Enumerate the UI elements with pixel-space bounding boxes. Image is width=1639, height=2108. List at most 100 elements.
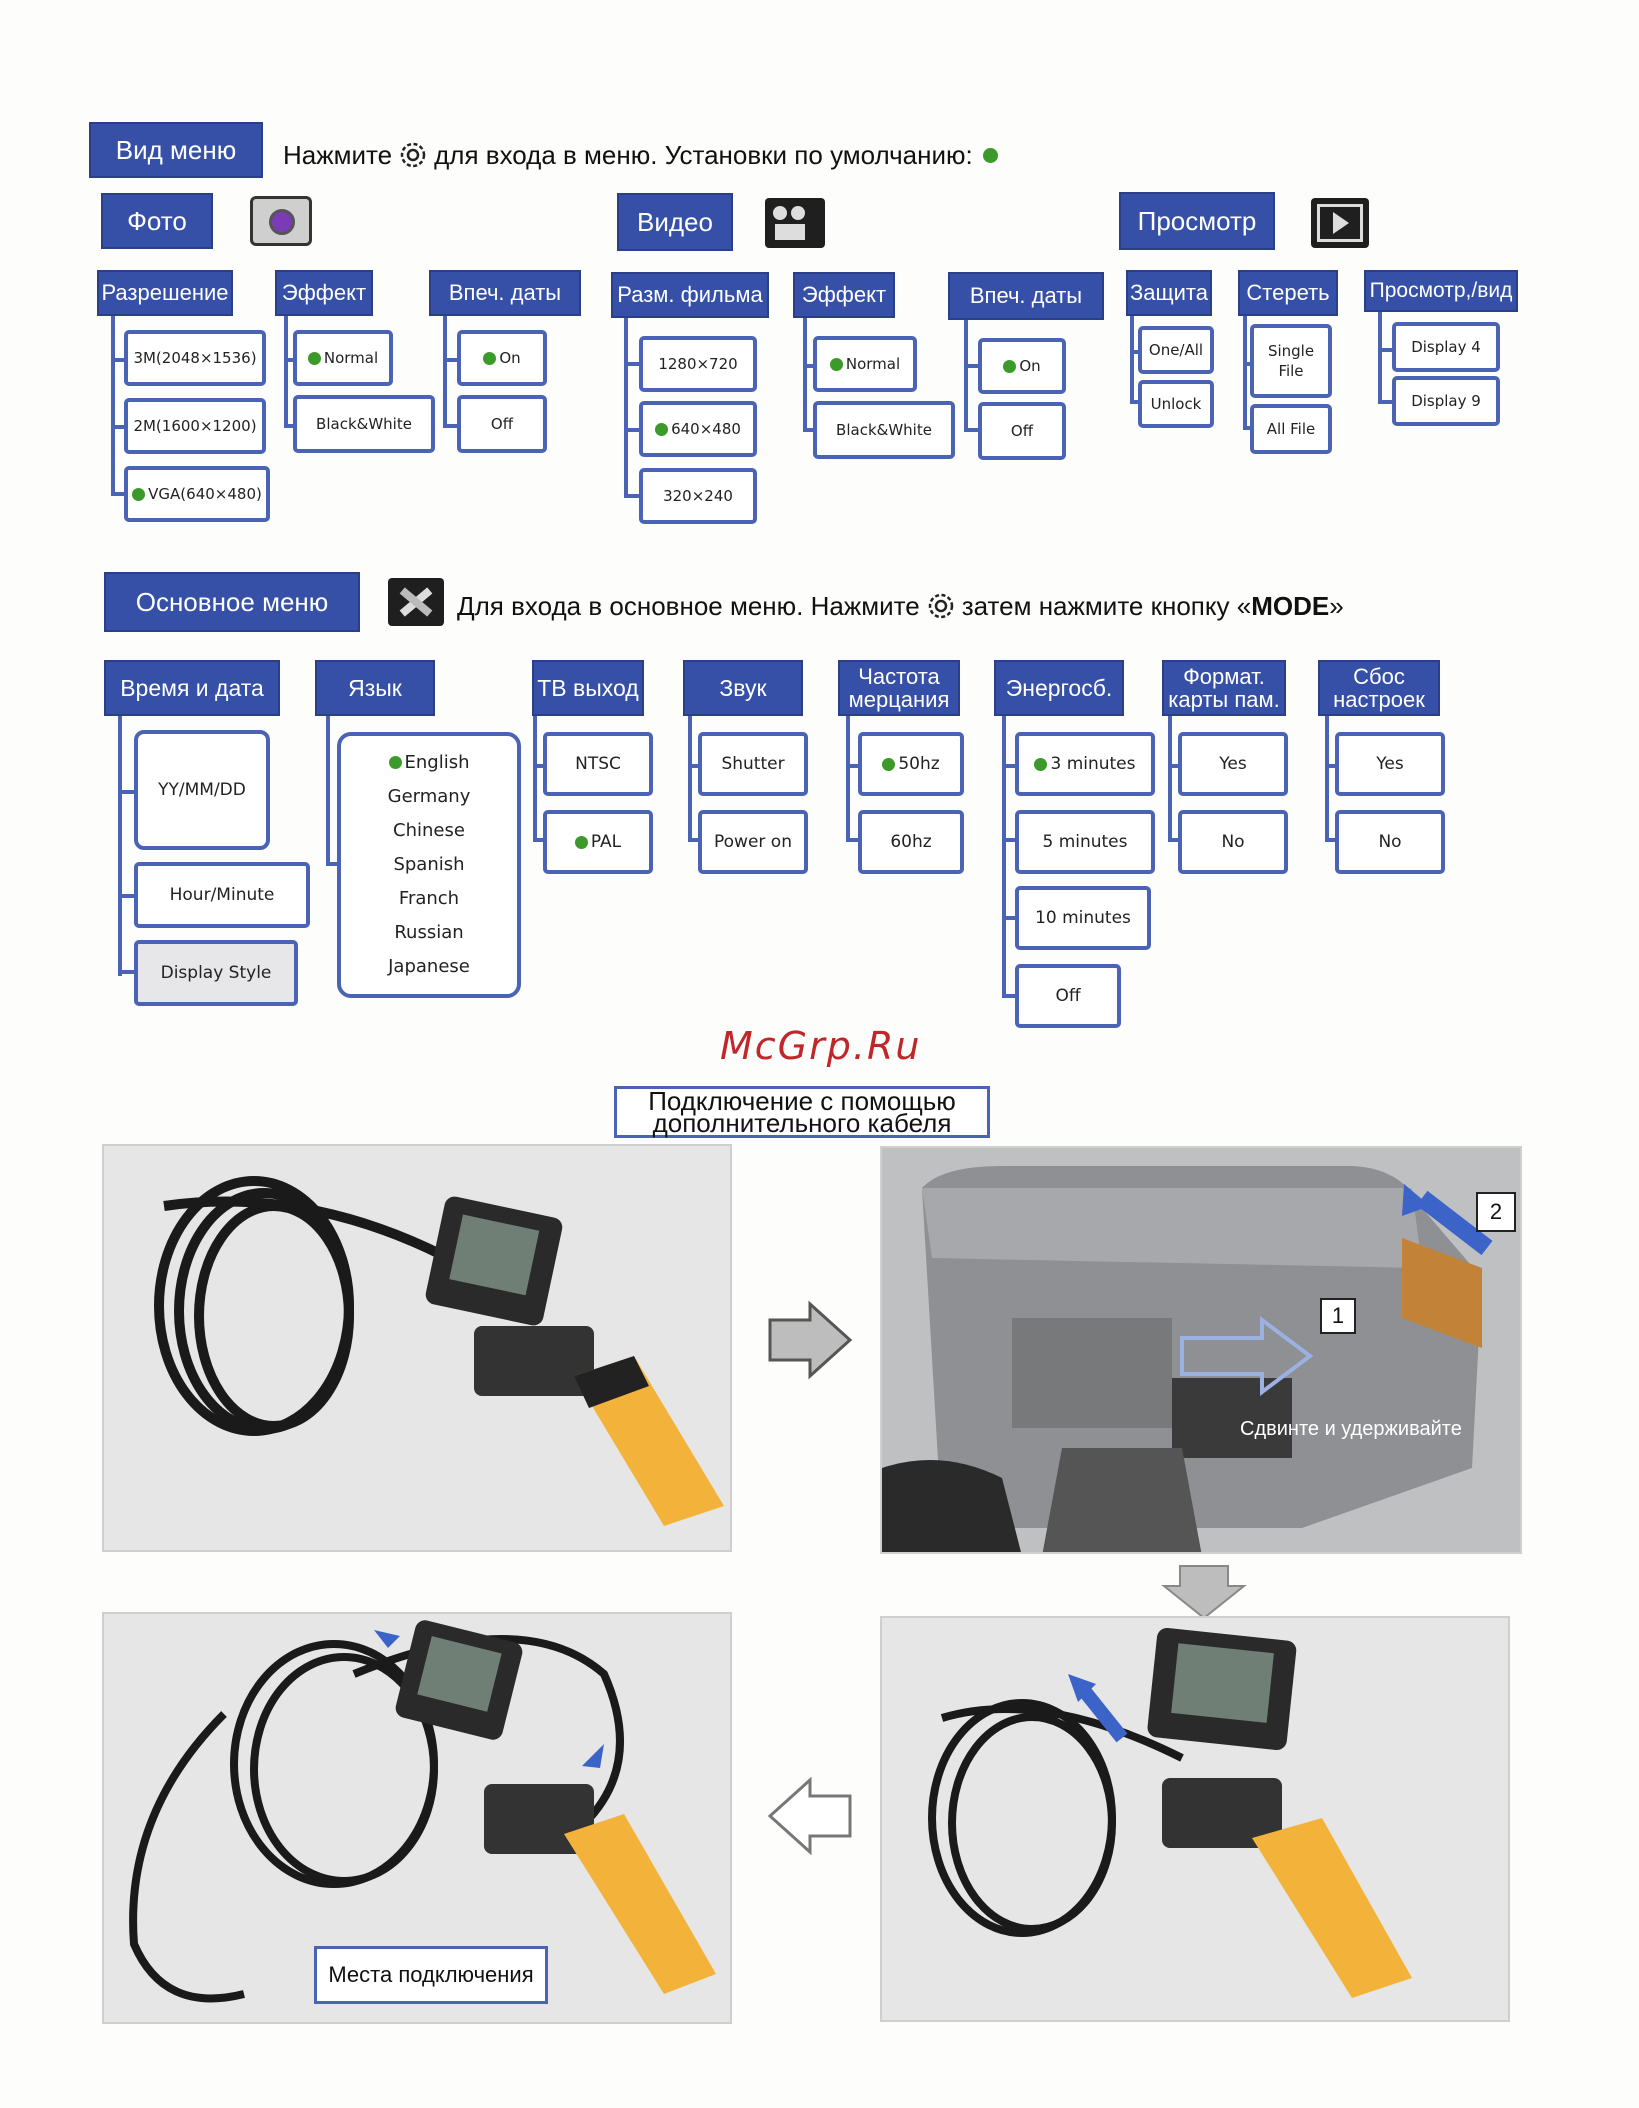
- datetime-hour-minute[interactable]: Hour/Minute: [134, 862, 310, 928]
- language-chinese[interactable]: Chinese: [393, 820, 465, 841]
- photo-effect-header: Эффект: [275, 270, 373, 316]
- default-dot-icon: [882, 757, 896, 771]
- arrow-down-icon: [1161, 1565, 1247, 1620]
- tv-ntsc[interactable]: NTSC: [543, 732, 653, 796]
- playback-header: Просмотр: [1119, 192, 1275, 250]
- photo-resolution-header: Разрешение: [97, 270, 233, 316]
- video-effect-normal[interactable]: Normal: [813, 336, 917, 392]
- power-5-minutes[interactable]: 5 minutes: [1015, 810, 1155, 874]
- language-header: Язык: [315, 660, 435, 716]
- option-3m[interactable]: 3M(2048×1536): [124, 330, 266, 386]
- language-franch[interactable]: Franch: [398, 888, 460, 909]
- connection-title-1: Подключение с помощью: [648, 1086, 956, 1116]
- flicker-50hz-label: 50hz: [898, 754, 940, 774]
- main-instruction-1: Для входа в основное меню. Нажмите: [457, 590, 920, 621]
- play-icon: [1311, 198, 1369, 248]
- video-size-header: Разм. фильма: [611, 272, 769, 318]
- reset-label-1: Сбос: [1353, 663, 1405, 689]
- closeup-photo: 1 2 Сдвинте и удерживайте: [880, 1146, 1522, 1554]
- playback-view-header: Просмотр,/вид: [1364, 270, 1518, 312]
- video-date-off[interactable]: Off: [978, 402, 1066, 460]
- flicker-50hz[interactable]: 50hz: [858, 732, 964, 796]
- connection-title-2: дополнительного кабеля: [652, 1108, 952, 1138]
- datetime-yymmdd[interactable]: YY/MM/DD: [134, 730, 270, 850]
- language-spanish[interactable]: Spanish: [393, 854, 465, 875]
- power-10-minutes[interactable]: 10 minutes: [1015, 886, 1151, 950]
- video-camera-icon: [765, 198, 825, 248]
- option-vga[interactable]: VGA(640×480): [124, 466, 270, 522]
- camera-icon: [250, 196, 312, 246]
- reset-label-2: настроек: [1333, 687, 1425, 712]
- language-japanese[interactable]: Japanese: [388, 956, 470, 977]
- main-instruction-mode: MODE: [1251, 590, 1330, 621]
- watermark-text: McGrp.Ru: [720, 1024, 922, 1068]
- menu-instruction-after: для входа в меню. Установки по умолчанию…: [434, 139, 973, 170]
- gear-icon: [400, 142, 426, 168]
- default-dot-icon: [982, 147, 998, 163]
- format-label-1: Формат.: [1183, 663, 1265, 689]
- connection-points-caption: Места подключения: [314, 1946, 548, 2004]
- photo-effect-normal[interactable]: Normal: [293, 330, 393, 386]
- step-1-badge: 1: [1320, 1298, 1356, 1334]
- view-display-4[interactable]: Display 4: [1392, 322, 1500, 372]
- photo-effect-bw[interactable]: Black&White: [293, 395, 435, 453]
- sound-power-on[interactable]: Power on: [698, 810, 808, 874]
- delete-single-file-label: Single File: [1267, 342, 1315, 380]
- view-display-9[interactable]: Display 9: [1392, 376, 1500, 426]
- datetime-display-style[interactable]: Display Style: [134, 940, 298, 1006]
- video-effect-normal-label: Normal: [845, 355, 901, 373]
- delete-single-file[interactable]: Single File: [1250, 324, 1332, 398]
- default-dot-icon: [388, 756, 402, 769]
- flicker-60hz[interactable]: 60hz: [858, 810, 964, 874]
- language-list: English Germany Chinese Spanish Franch R…: [337, 732, 521, 998]
- photo-date-off[interactable]: Off: [457, 395, 547, 453]
- playback-delete-header: Стереть: [1238, 270, 1338, 316]
- default-dot-icon: [1003, 359, 1017, 373]
- playback-protect-header: Защита: [1126, 270, 1212, 316]
- protect-unlock[interactable]: Unlock: [1138, 380, 1214, 428]
- power-3-minutes[interactable]: 3 minutes: [1015, 732, 1155, 796]
- power-3-minutes-label: 3 minutes: [1050, 754, 1136, 774]
- video-header: Видео: [617, 193, 733, 251]
- protect-one-all[interactable]: One/All: [1138, 326, 1214, 374]
- gear-icon: [928, 593, 953, 619]
- video-size-320[interactable]: 320×240: [639, 468, 757, 524]
- datetime-header: Время и дата: [104, 660, 280, 716]
- language-russian[interactable]: Russian: [394, 922, 464, 943]
- format-yes[interactable]: Yes: [1178, 732, 1288, 796]
- tv-out-header: ТВ выход: [532, 660, 644, 716]
- flicker-label-2: мерцания: [848, 687, 950, 712]
- arrow-right-icon: [768, 1300, 853, 1380]
- delete-all-file[interactable]: All File: [1250, 404, 1332, 454]
- photo-header: Фото: [101, 193, 213, 249]
- reset-yes[interactable]: Yes: [1335, 732, 1445, 796]
- sound-header: Звук: [683, 660, 803, 716]
- endoscope-photo-1: [102, 1144, 732, 1552]
- photo-date-on-label: On: [499, 349, 521, 367]
- video-date-on[interactable]: On: [978, 338, 1066, 394]
- default-dot-icon: [655, 422, 669, 436]
- connection-points-photo: Места подключения: [102, 1612, 732, 2024]
- photo-date-on[interactable]: On: [457, 330, 547, 386]
- language-english[interactable]: English: [388, 746, 470, 780]
- video-effect-bw[interactable]: Black&White: [813, 401, 955, 459]
- tv-pal[interactable]: PAL: [543, 810, 653, 874]
- photo-date-header: Впеч. даты: [429, 270, 581, 316]
- photo-effect-normal-label: Normal: [323, 349, 379, 367]
- video-size-640[interactable]: 640×480: [639, 401, 757, 457]
- option-2m[interactable]: 2M(1600×1200): [124, 398, 266, 454]
- video-size-640-label: 640×480: [671, 420, 741, 438]
- connection-title: Подключение с помощью дополнительного ка…: [614, 1086, 990, 1138]
- video-date-on-label: On: [1019, 357, 1041, 375]
- format-no[interactable]: No: [1178, 810, 1288, 874]
- power-off[interactable]: Off: [1015, 964, 1121, 1028]
- video-size-1280[interactable]: 1280×720: [639, 336, 757, 392]
- default-dot-icon: [829, 357, 843, 371]
- reset-no[interactable]: No: [1335, 810, 1445, 874]
- default-dot-icon: [307, 351, 321, 365]
- sound-shutter[interactable]: Shutter: [698, 732, 808, 796]
- video-date-header: Впеч. даты: [948, 272, 1104, 320]
- format-header: Формат. карты пам.: [1162, 660, 1286, 716]
- language-germany[interactable]: Germany: [387, 786, 471, 807]
- flicker-header: Частота мерцания: [838, 660, 960, 716]
